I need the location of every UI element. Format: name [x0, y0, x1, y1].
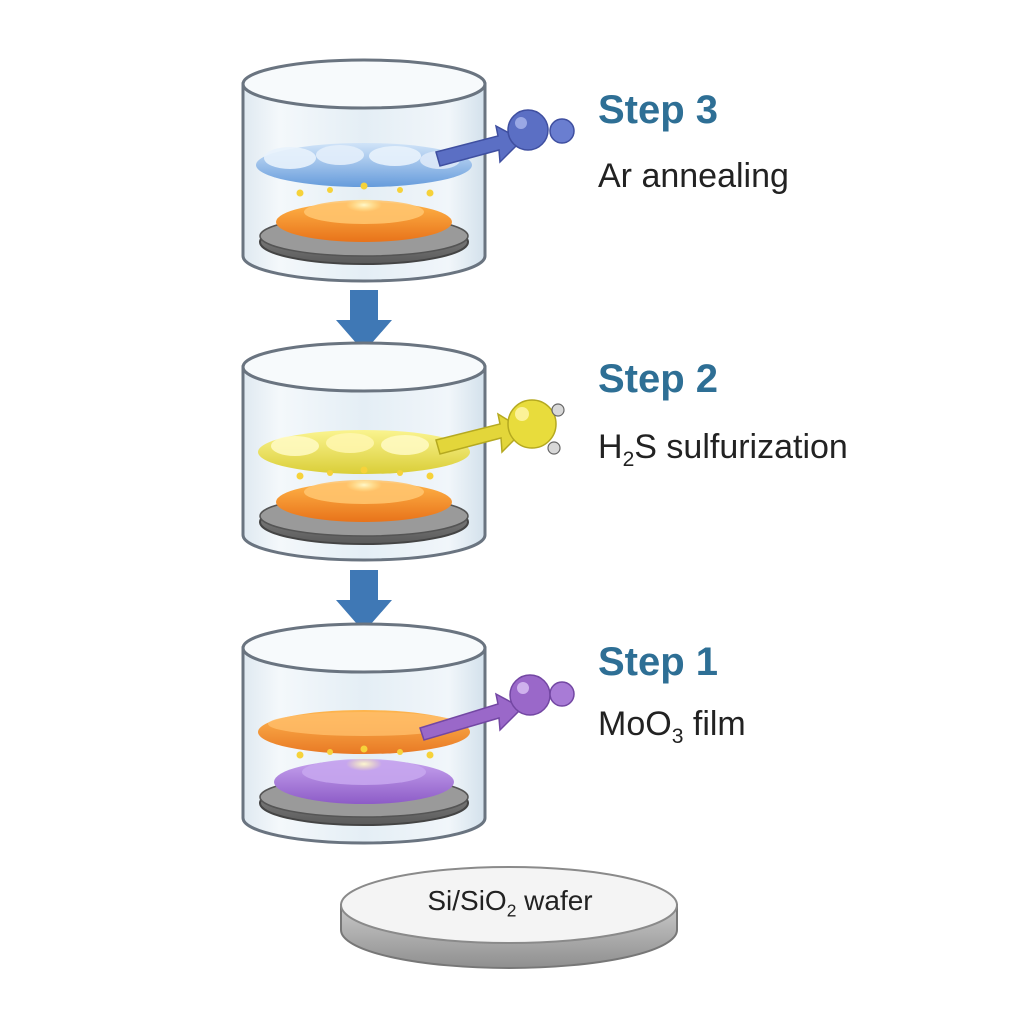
chamber-3-annealed-layer — [256, 143, 472, 187]
chamber-3-glow — [346, 198, 382, 212]
chamber-1-glow — [346, 757, 382, 771]
chamber-1-moo3-film — [258, 710, 470, 754]
precursor-gas-inlet — [419, 674, 575, 741]
chamber-1-particles — [296, 745, 434, 759]
h2s-gas-inlet — [435, 399, 565, 455]
chamber-3-particles — [296, 182, 434, 197]
chamber-2-glow — [346, 478, 382, 492]
flow-arrow-upper — [336, 290, 392, 352]
chamber-step-2 — [241, 341, 487, 562]
step-2-title: Step 2 — [598, 357, 719, 401]
chamber-step-1 — [241, 622, 487, 845]
step-1-title: Step 1 — [598, 640, 719, 684]
step-2-description: H2S sulfurization — [598, 428, 848, 471]
chamber-step-3 — [241, 58, 487, 283]
si-sio2-wafer — [340, 866, 678, 969]
step-1-description: MoO3 film — [598, 705, 746, 748]
chamber-2-rim — [241, 341, 487, 393]
chamber-1-substrate-top — [302, 759, 426, 785]
wafer-label: Si/SiO2 wafer — [427, 885, 593, 921]
chamber-1-rim — [241, 622, 487, 674]
step-3-title: Step 3 — [598, 88, 719, 132]
chamber-2-sulfurized-layer — [258, 430, 470, 474]
chamber-2-particles — [296, 466, 434, 480]
step-3-description: Ar annealing — [598, 157, 789, 195]
flow-arrow-lower — [336, 570, 392, 632]
ar-gas-inlet — [435, 109, 575, 167]
chamber-3-rim — [241, 58, 487, 110]
